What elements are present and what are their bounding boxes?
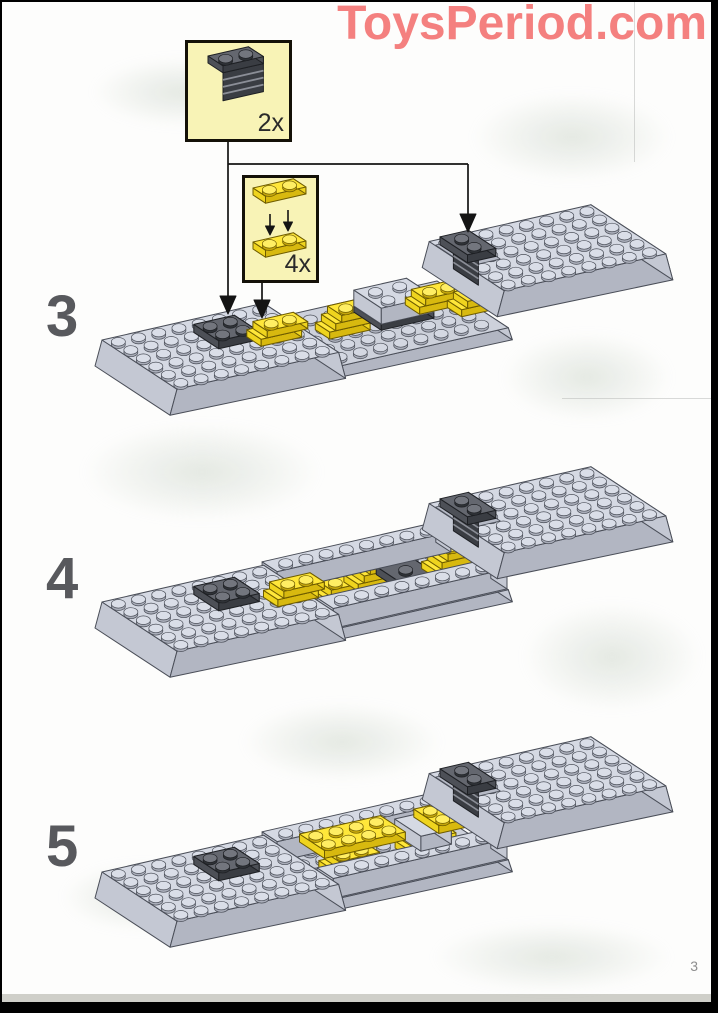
callout-2x-count: 2x: [257, 109, 284, 137]
part-ladder-plate-icon: [207, 46, 264, 102]
instruction-page: ToysPeriod.com 3 4 5 2x 4x 3: [2, 2, 711, 1002]
bleedthrough-blob: [242, 702, 442, 782]
down-arrow-icon: [253, 299, 271, 319]
down-arrow-icon: [265, 225, 275, 236]
bleedthrough-blob: [522, 602, 702, 712]
scan-artifact-line: [634, 2, 635, 162]
down-arrow-icon: [219, 295, 237, 315]
step-5-number: 5: [46, 814, 79, 879]
callout-connector-lines: [219, 142, 477, 319]
step-5-assembly: [94, 736, 674, 948]
callout-4x-count: 4x: [284, 250, 311, 278]
bleedthrough-blob: [432, 922, 672, 992]
bleedthrough-blob: [502, 332, 672, 422]
callout-4x-box: 4x: [242, 175, 319, 283]
step-4-assembly: [94, 466, 674, 678]
step-4-number: 4: [46, 546, 79, 611]
callout-2x-box: 2x: [185, 40, 292, 142]
part-yellow-plates-icon: [252, 178, 307, 258]
page-bottom-edge: [2, 994, 711, 1002]
assembly-illustrations: [94, 142, 674, 948]
bleedthrough-blob: [472, 92, 672, 182]
down-arrow-icon: [459, 213, 477, 233]
step-3-assembly: [94, 204, 674, 416]
bleedthrough-blob: [82, 422, 322, 522]
step-3-number: 3: [46, 284, 79, 349]
scan-artifact-line: [562, 398, 711, 399]
watermark: ToysPeriod.com: [337, 2, 707, 50]
down-arrow-icon: [283, 221, 293, 232]
page-number: 3: [690, 958, 698, 974]
